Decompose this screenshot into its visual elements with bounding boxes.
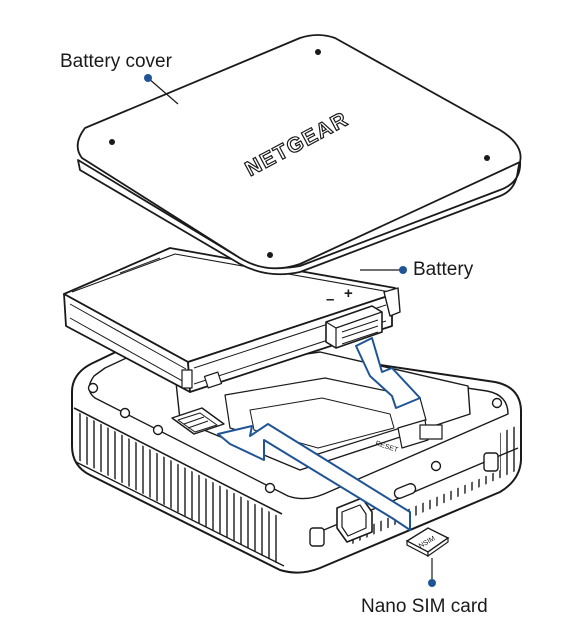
battery	[63, 247, 401, 393]
sim-insertion-arrow	[217, 423, 411, 531]
battery-leader	[360, 266, 407, 274]
battery-insertion-arrow	[355, 337, 421, 409]
battery-cover-callout: Battery cover	[60, 51, 172, 72]
callout-leaders	[144, 74, 436, 587]
nano-sim-card-callout: Nano SIM card	[361, 596, 488, 617]
battery-polarity: – +	[326, 285, 353, 308]
polarity-minus-label: –	[326, 291, 334, 308]
battery-cover-leader	[144, 74, 179, 105]
battery-cover	[76, 34, 522, 276]
battery-callout: Battery	[413, 259, 474, 280]
nano-sim-card	[405, 527, 450, 558]
sim-card-leader	[428, 558, 436, 587]
polarity-plus-label: +	[344, 285, 353, 302]
